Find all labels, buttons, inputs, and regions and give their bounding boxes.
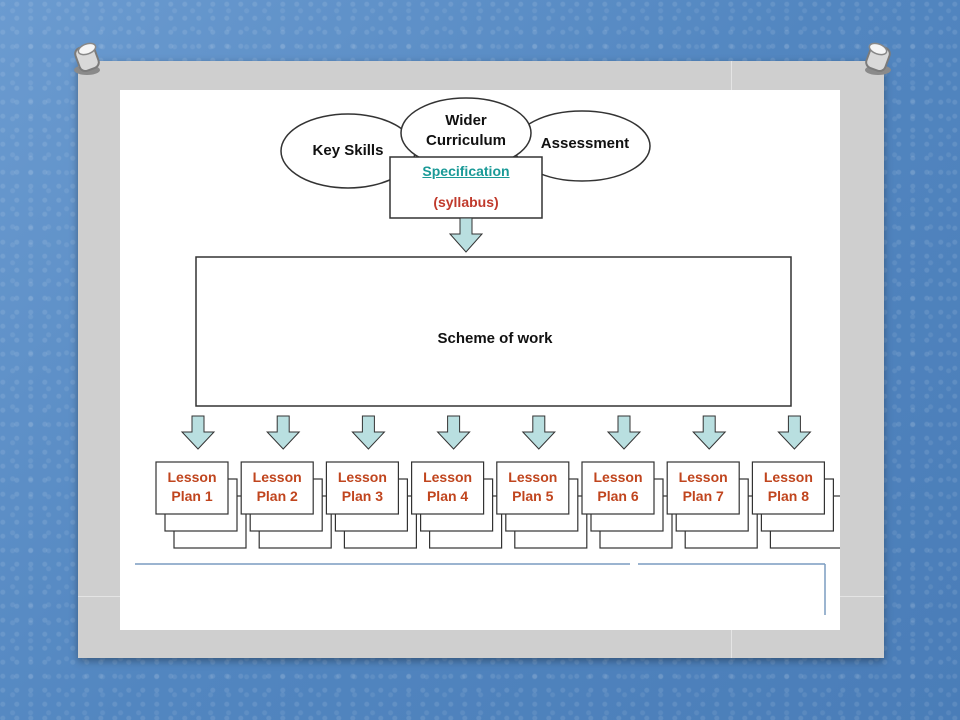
diagram-slide: Key Skills Wider Curriculum Assessment S… bbox=[120, 90, 840, 630]
wider-label: Wider bbox=[445, 112, 487, 129]
lesson-plan-3-box bbox=[325, 461, 399, 515]
lesson-plan-7-line1: Lesson bbox=[678, 469, 728, 485]
specification-box bbox=[389, 156, 543, 219]
lesson-plan-7-line2: Plan 7 bbox=[682, 488, 724, 504]
arrow-to-lesson-1 bbox=[180, 415, 216, 450]
lesson-plan-6-box bbox=[581, 461, 655, 515]
arrow-to-lesson-6 bbox=[606, 415, 642, 450]
lesson-arrows bbox=[180, 415, 812, 450]
lesson-plan-8-line1: Lesson bbox=[763, 469, 813, 485]
curriculum-label: Curriculum bbox=[425, 132, 506, 149]
arrow-to-lesson-2 bbox=[266, 415, 301, 450]
specification-link[interactable]: Specification bbox=[422, 163, 510, 179]
lesson-plan-1-box bbox=[155, 461, 229, 515]
scheme-of-work-label: Scheme of work bbox=[437, 330, 553, 347]
lesson-plan-3-line2: Plan 3 bbox=[341, 488, 384, 504]
lesson-plan-2-box bbox=[240, 461, 314, 515]
arrow-to-lesson-5 bbox=[521, 415, 556, 450]
pushpin-right-icon bbox=[865, 42, 891, 75]
lesson-plan-1-line2: Plan 1 bbox=[171, 488, 213, 504]
lesson-plan-2-line1: Lesson bbox=[252, 469, 302, 485]
key-skills-label: Key Skills bbox=[312, 142, 384, 159]
arrow-to-lesson-4 bbox=[436, 415, 471, 450]
lesson-plan-2-line2: Plan 2 bbox=[256, 488, 298, 504]
lesson-plan-8-box bbox=[751, 461, 826, 515]
lesson-plan-5-line1: Lesson bbox=[508, 469, 558, 485]
arrow-to-lesson-7 bbox=[692, 415, 727, 450]
assessment-label: Assessment bbox=[540, 135, 630, 152]
arrow-to-lesson-3 bbox=[351, 415, 386, 450]
pushpin-left-icon bbox=[74, 42, 100, 75]
lesson-plan-6-line1: Lesson bbox=[593, 469, 643, 485]
lesson-plan-5-line2: Plan 5 bbox=[512, 488, 554, 504]
lesson-plan-1-line1: Lesson bbox=[167, 469, 217, 485]
scheme-of-work-box bbox=[195, 256, 792, 407]
syllabus-label: (syllabus) bbox=[433, 194, 499, 210]
lesson-plan-4-line1: Lesson bbox=[423, 469, 473, 485]
lesson-layers bbox=[155, 461, 840, 549]
lesson-plan-8-line2: Plan 8 bbox=[767, 488, 810, 504]
lesson-plan-7-box bbox=[666, 461, 740, 515]
lesson-plan-4-box bbox=[411, 461, 485, 515]
lesson-plan-4-line2: Plan 4 bbox=[426, 488, 469, 504]
arrow-spec-to-scheme bbox=[448, 217, 484, 253]
lesson-plan-6-line2: Plan 6 bbox=[597, 488, 639, 504]
arrow-to-lesson-8 bbox=[777, 415, 812, 450]
diagram-canvas bbox=[135, 97, 840, 615]
lesson-plan-5-box bbox=[496, 461, 570, 515]
lesson-plan-3-line1: Lesson bbox=[337, 469, 387, 485]
